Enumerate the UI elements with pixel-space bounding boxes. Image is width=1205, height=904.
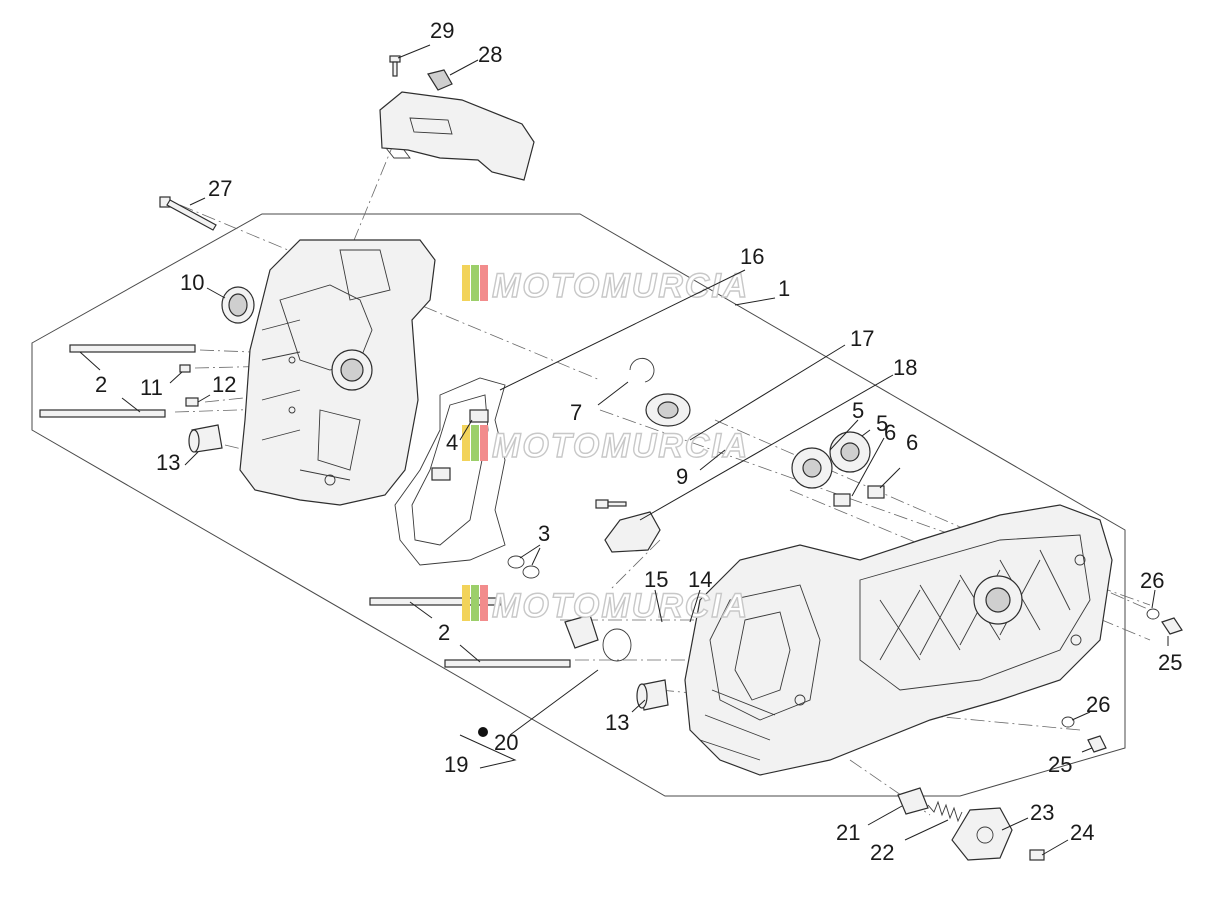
dowels-part-4: [431, 409, 489, 481]
callout-16: 16: [740, 244, 764, 269]
callout-25-upper: 25: [1158, 650, 1182, 675]
callout-1: 1: [778, 276, 790, 301]
bearings-part-5: [791, 431, 871, 489]
callout-24: 24: [1070, 820, 1094, 845]
callout-13-left: 13: [156, 450, 180, 475]
callout-15: 15: [644, 567, 668, 592]
watermark: MOTOMURCIA MOTOMURCIA MOTOMURCIA: [462, 265, 749, 626]
watermark-1: MOTOMURCIA: [462, 265, 749, 306]
bearing-part-17: [645, 393, 691, 427]
callout-7: 7: [570, 400, 582, 425]
bush-part-13-left: [188, 424, 223, 453]
parts-14-15: [564, 614, 632, 662]
bolt-washer-parts-25-26-upper: [1146, 608, 1183, 635]
o-rings-part-3: [507, 555, 540, 579]
callout-27: 27: [208, 176, 232, 201]
callout-5-a: 5: [852, 398, 864, 423]
callout-18: 18: [893, 355, 917, 380]
callout-21: 21: [836, 820, 860, 845]
plunger-spring-parts-21-24: [897, 787, 1045, 861]
bracket-part-18: [595, 499, 661, 553]
watermark-text-1: MOTOMURCIA: [492, 267, 749, 305]
left-crankcase-half: [239, 239, 436, 506]
bush-part-13-right: [636, 679, 669, 711]
bolt-washer-parts-25-26-lower: [1061, 716, 1107, 753]
callout-9: 9: [676, 464, 688, 489]
seal-part-10: [221, 286, 255, 324]
watermark-3: MOTOMURCIA: [462, 585, 749, 626]
callout-28: 28: [478, 42, 502, 67]
callout-19: 19: [444, 752, 468, 777]
callout-4: 4: [446, 430, 458, 455]
bolt-part-27: [159, 196, 217, 231]
watermark-text-2: MOTOMURCIA: [492, 427, 749, 465]
screw-part-29: [389, 55, 401, 77]
callout-3: 3: [538, 521, 550, 546]
callout-labels: 29 28 27 16 1 10 2 11 12 13 4 17 18 7 5 …: [95, 18, 1182, 865]
reference-dot: [478, 727, 488, 737]
callout-12: 12: [212, 372, 236, 397]
right-crankcase-half: [684, 504, 1113, 776]
callout-22: 22: [870, 840, 894, 865]
callout-20: 20: [494, 730, 518, 755]
callout-25-lower: 25: [1048, 752, 1072, 777]
callout-11: 11: [140, 375, 163, 400]
callout-5-b: 5: [876, 411, 888, 436]
stud-parts-2-lower: [369, 597, 571, 668]
cover-part-28: [379, 69, 535, 181]
callout-26-upper: 26: [1140, 568, 1164, 593]
callout-14: 14: [688, 567, 712, 592]
callout-6-a: 6: [884, 420, 896, 445]
callout-10: 10: [180, 270, 204, 295]
callout-13-right: 13: [605, 710, 629, 735]
dowels-parts-11-12: [179, 364, 199, 407]
assembly-outline: [31, 213, 1126, 797]
callout-26-lower: 26: [1086, 692, 1110, 717]
bushings-part-6: [833, 485, 885, 507]
circlip-part-7: [629, 357, 655, 383]
stud-parts-2-left: [39, 344, 196, 418]
watermark-text-3: MOTOMURCIA: [492, 587, 749, 625]
callout-29: 29: [430, 18, 454, 43]
watermark-2: MOTOMURCIA: [462, 425, 749, 466]
leader-lines: [79, 44, 1169, 856]
callout-2-lower: 2: [438, 620, 450, 645]
callout-2-left: 2: [95, 372, 107, 397]
callout-17: 17: [850, 326, 874, 351]
callout-23: 23: [1030, 800, 1054, 825]
callout-6-b: 6: [906, 430, 918, 455]
